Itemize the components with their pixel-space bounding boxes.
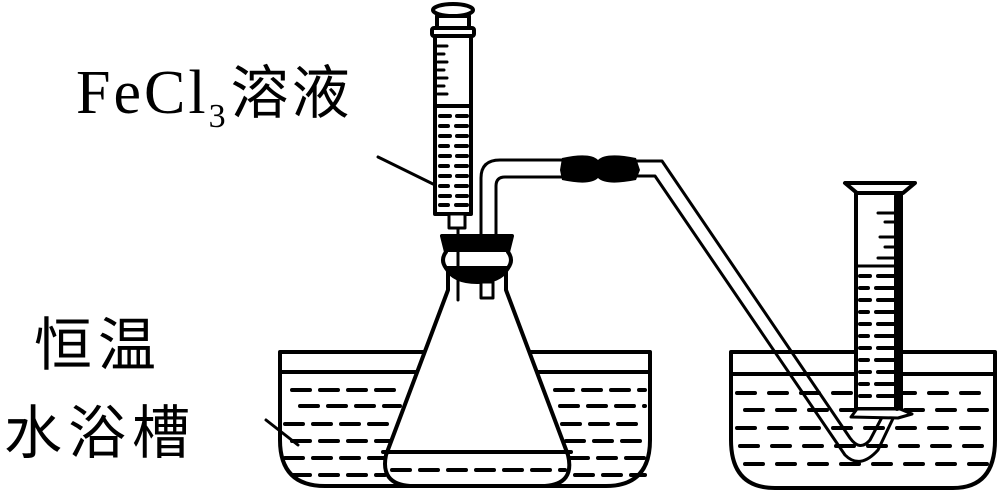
tube-stub bbox=[479, 280, 495, 300]
syringe bbox=[430, 2, 476, 230]
rubber-stopper bbox=[440, 234, 514, 284]
fecl3-solution-label: FeCl3溶液 bbox=[76, 62, 353, 134]
trough-water-dashes bbox=[735, 391, 992, 466]
fecl3-subscript: 3 bbox=[208, 98, 229, 135]
water-bath-leader-line bbox=[264, 418, 300, 447]
fecl3-leader-line bbox=[376, 155, 435, 186]
cylinder-liquid bbox=[858, 274, 896, 398]
fecl3-solution-text: 溶液 bbox=[230, 59, 353, 127]
conical-flask bbox=[381, 268, 573, 488]
rubber-connector bbox=[560, 155, 640, 183]
left-bath-water-dashes bbox=[283, 388, 647, 477]
delivery-tube bbox=[479, 158, 900, 463]
water-bath-label-line1: 恒温 bbox=[34, 311, 163, 379]
fecl3-formula: FeCl bbox=[76, 59, 209, 127]
cylinder-graduations bbox=[876, 211, 898, 260]
water-bath-label-line2: 水浴槽 bbox=[4, 399, 197, 467]
syringe-liquid bbox=[438, 114, 469, 207]
left-water-bath bbox=[278, 350, 652, 488]
syringe-graduations bbox=[436, 44, 449, 96]
graduated-cylinder bbox=[843, 181, 917, 420]
